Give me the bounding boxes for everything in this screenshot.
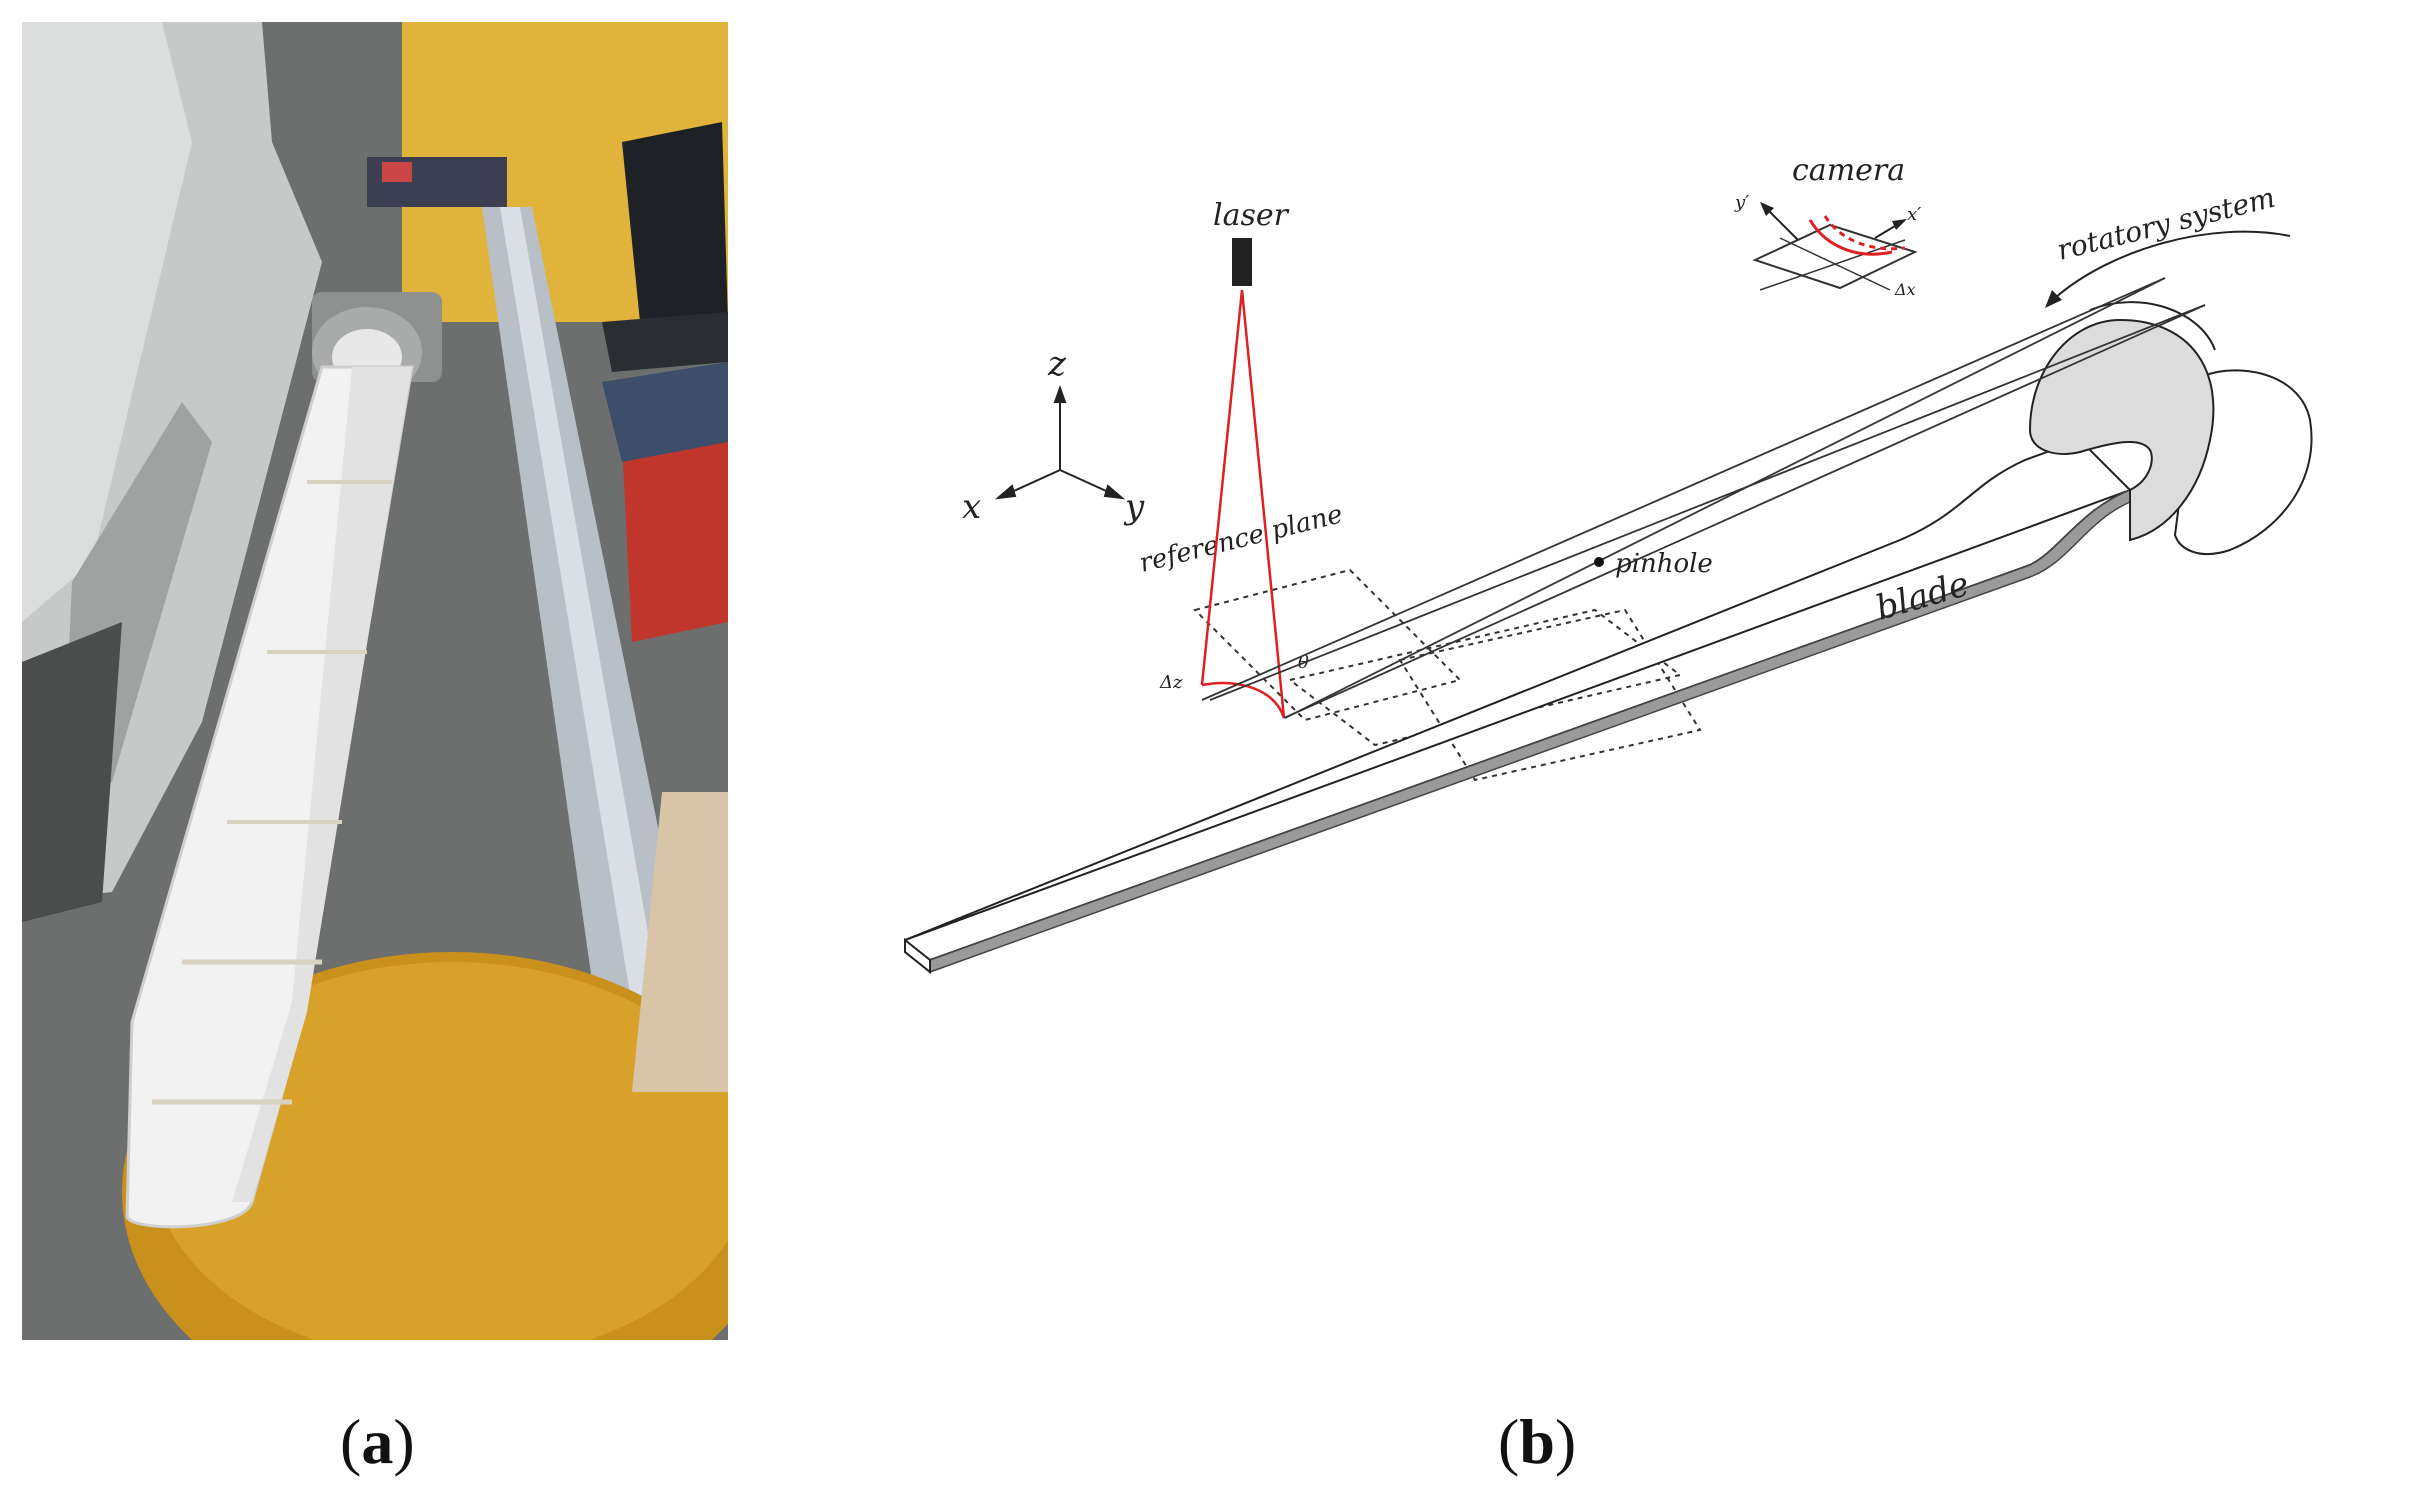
panel-b-caption: (b) — [1498, 1405, 1576, 1479]
caption-b-close: ) — [1554, 1406, 1577, 1477]
camera-label: camera — [1792, 153, 1905, 188]
caption-a-open: ( — [340, 1406, 362, 1477]
axis-y-label: y — [1123, 487, 1145, 527]
laser-beam — [1200, 289, 1286, 719]
caption-a-letter: a — [361, 1406, 394, 1477]
panel-a-caption: (a) — [340, 1405, 415, 1479]
axis-z-label: z — [1047, 344, 1067, 384]
laser-label: laser — [1213, 198, 1290, 233]
camera-x-prime-label: x′ — [1907, 204, 1921, 225]
delta-x-label: Δx — [1894, 280, 1916, 299]
camera-y-prime-label: y′ — [1734, 192, 1749, 213]
caption-b-open: ( — [1498, 1406, 1520, 1477]
pinhole-label: pinhole — [1615, 549, 1713, 579]
caption-a-close: ) — [393, 1406, 415, 1477]
reference-plane — [1193, 568, 1702, 782]
coordinate-axes — [994, 385, 1126, 500]
delta-z-label: Δz — [1159, 672, 1183, 693]
reference-plane-label: reference plane — [1136, 499, 1345, 578]
axis-x-label: x — [962, 487, 981, 527]
camera-rays — [1201, 277, 2206, 719]
laser-icon — [1232, 238, 1252, 286]
rotatory-hub — [2028, 301, 2313, 555]
caption-b-letter: b — [1519, 1406, 1555, 1477]
rotation-arrow — [2045, 230, 2291, 308]
camera-sensor — [1752, 202, 1918, 291]
pinhole-point — [1594, 557, 1604, 567]
rotatory-system-label: rotatory system — [2054, 181, 2279, 267]
blade — [904, 438, 2132, 975]
blade-photograph — [22, 22, 728, 1340]
measurement-schematic: z x y reference plane blade rotatory sys… — [904, 153, 2313, 975]
